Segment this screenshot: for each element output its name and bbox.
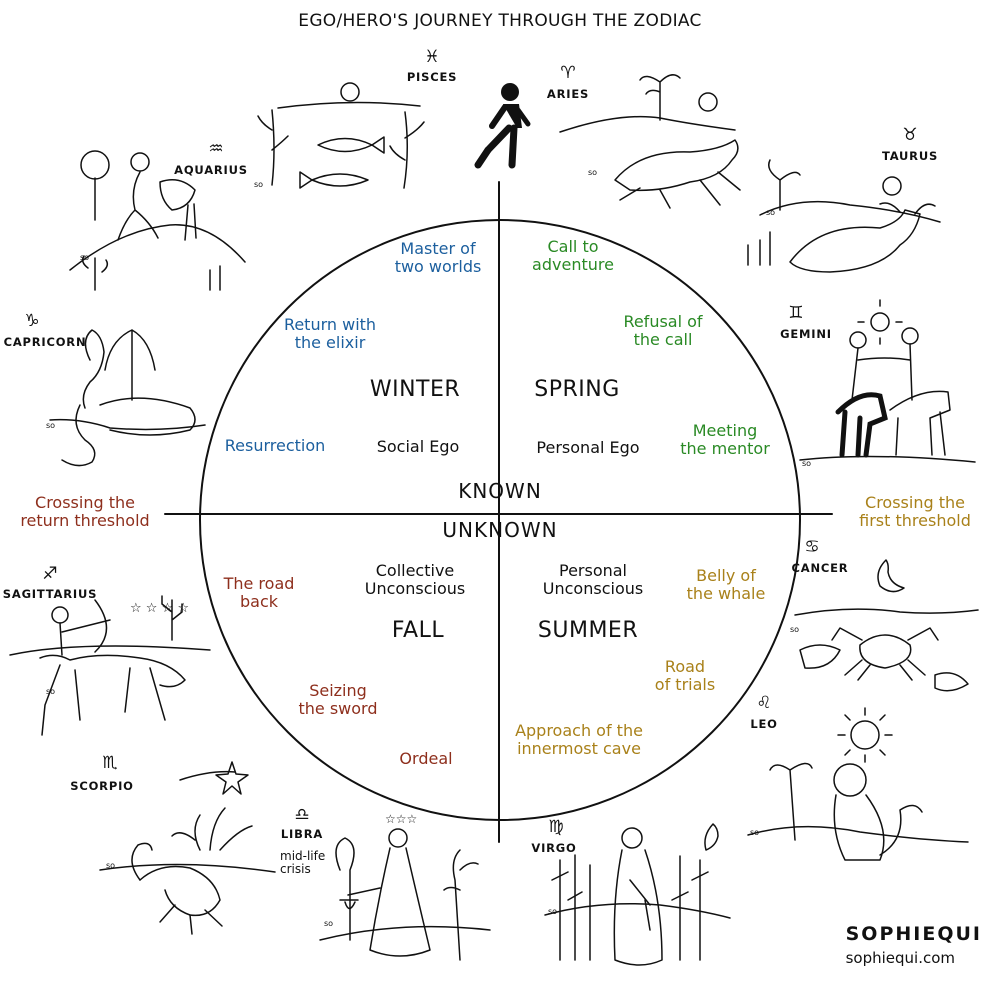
step-call-to-adventure: Call to adventure xyxy=(532,237,614,274)
svg-text:so: so xyxy=(106,861,115,870)
step-meeting-mentor: Meeting the mentor xyxy=(680,421,770,458)
season-winter: WINTER xyxy=(369,377,461,402)
step-belly-of-whale: Belly of the whale xyxy=(686,566,766,603)
step-ordeal: Ordeal xyxy=(399,749,453,768)
svg-text:so: so xyxy=(46,421,55,430)
libra-note: mid-life crisis xyxy=(280,849,326,877)
season-fall: FALL xyxy=(391,618,445,643)
svg-text:so: so xyxy=(802,459,811,468)
scorpio-glyph-icon: ♏ xyxy=(102,753,118,773)
svg-text:so: so xyxy=(324,919,333,928)
virgo-glyph-icon: ♍ xyxy=(548,817,564,837)
svg-text:so: so xyxy=(790,625,799,634)
taurus-illustration xyxy=(747,159,941,273)
brand-website: sophiequi.com xyxy=(845,949,955,967)
pisces-illustration xyxy=(257,82,425,189)
known-label: KNOWN xyxy=(458,479,542,503)
aries-glyph-icon: ♈ xyxy=(560,63,576,83)
libra-illustration: ☆☆☆ xyxy=(319,812,491,961)
cancer-glyph-icon: ♋ xyxy=(804,537,820,557)
svg-text:so: so xyxy=(766,208,775,217)
scorpio-label: SCORPIO xyxy=(70,779,134,793)
step-road-back: The road back xyxy=(223,574,295,611)
svg-text:so: so xyxy=(254,180,263,189)
cancer-label: CANCER xyxy=(791,561,849,575)
aquarius-illustration xyxy=(69,150,246,291)
virgo-illustration xyxy=(544,823,731,966)
libra-label: LIBRA xyxy=(280,827,324,841)
step-crossing-return-threshold: Crossing the return threshold xyxy=(20,493,150,530)
step-seizing-sword: Seizing the sword xyxy=(298,681,378,718)
gemini-glyph-icon: ♊ xyxy=(788,303,804,323)
personal-ego-label: Personal Ego xyxy=(536,438,640,457)
unknown-label: UNKNOWN xyxy=(442,518,558,542)
aries-illustration xyxy=(559,74,741,209)
gemini-illustration xyxy=(799,299,976,463)
sagittarius-glyph-icon: ♐ xyxy=(42,564,58,584)
step-master-of-two-worlds: Master of two worlds xyxy=(394,239,482,276)
svg-text:so: so xyxy=(80,253,89,262)
svg-text:so: so xyxy=(548,907,557,916)
pisces-glyph-icon: ♓ xyxy=(424,47,440,67)
leo-illustration xyxy=(747,707,969,861)
social-ego-label: Social Ego xyxy=(376,437,460,456)
step-refusal-of-call: Refusal of the call xyxy=(623,312,703,349)
step-resurrection: Resurrection xyxy=(224,436,326,455)
cancer-illustration xyxy=(794,559,979,692)
capricorn-label: CAPRICORN xyxy=(3,335,87,349)
signature-marks: so so so so so so so so so so so so xyxy=(46,168,811,928)
season-summer: SUMMER xyxy=(537,618,639,643)
collective-unconscious-label: Collective Unconscious xyxy=(364,561,466,598)
brand-name: SOPHIEQUI xyxy=(845,923,982,945)
capricorn-illustration xyxy=(49,329,206,467)
season-spring: SPRING xyxy=(534,377,620,402)
aquarius-label: AQUARIUS xyxy=(174,163,248,177)
libra-glyph-icon: ♎ xyxy=(294,805,310,825)
taurus-label: TAURUS xyxy=(881,149,939,163)
svg-text:so: so xyxy=(588,168,597,177)
aquarius-glyph-icon: ♒ xyxy=(208,139,224,159)
svg-text:☆☆☆: ☆☆☆ xyxy=(385,812,417,826)
scorpio-illustration xyxy=(99,761,276,935)
sagittarius-illustration: ☆ ☆ ☆ ☆ xyxy=(9,595,211,736)
step-crossing-first-threshold: Crossing the first threshold xyxy=(859,493,971,530)
taurus-glyph-icon: ♉ xyxy=(902,125,918,145)
capricorn-glyph-icon: ♑ xyxy=(24,311,40,331)
virgo-label: VIRGO xyxy=(531,841,577,855)
svg-text:☆ ☆ ☆ ☆: ☆ ☆ ☆ ☆ xyxy=(130,601,189,616)
leo-label: LEO xyxy=(750,717,778,731)
step-road-of-trials: Road of trials xyxy=(654,657,716,694)
walking-person-icon xyxy=(474,83,531,169)
aries-label: ARIES xyxy=(546,87,590,101)
diagram-title: EGO/HERO'S JOURNEY THROUGH THE ZODIAC xyxy=(298,11,702,31)
step-approach-innermost-cave: Approach of the innermost cave xyxy=(515,721,643,758)
gemini-label: GEMINI xyxy=(780,327,832,341)
sagittarius-label: SAGITTARIUS xyxy=(2,587,98,601)
step-return-with-elixir: Return with the elixir xyxy=(283,315,377,352)
svg-text:so: so xyxy=(46,687,55,696)
personal-unconscious-label: Personal Unconscious xyxy=(542,561,644,598)
leo-glyph-icon: ♌ xyxy=(756,693,772,713)
svg-text:so: so xyxy=(750,828,759,837)
pisces-label: PISCES xyxy=(406,70,458,84)
